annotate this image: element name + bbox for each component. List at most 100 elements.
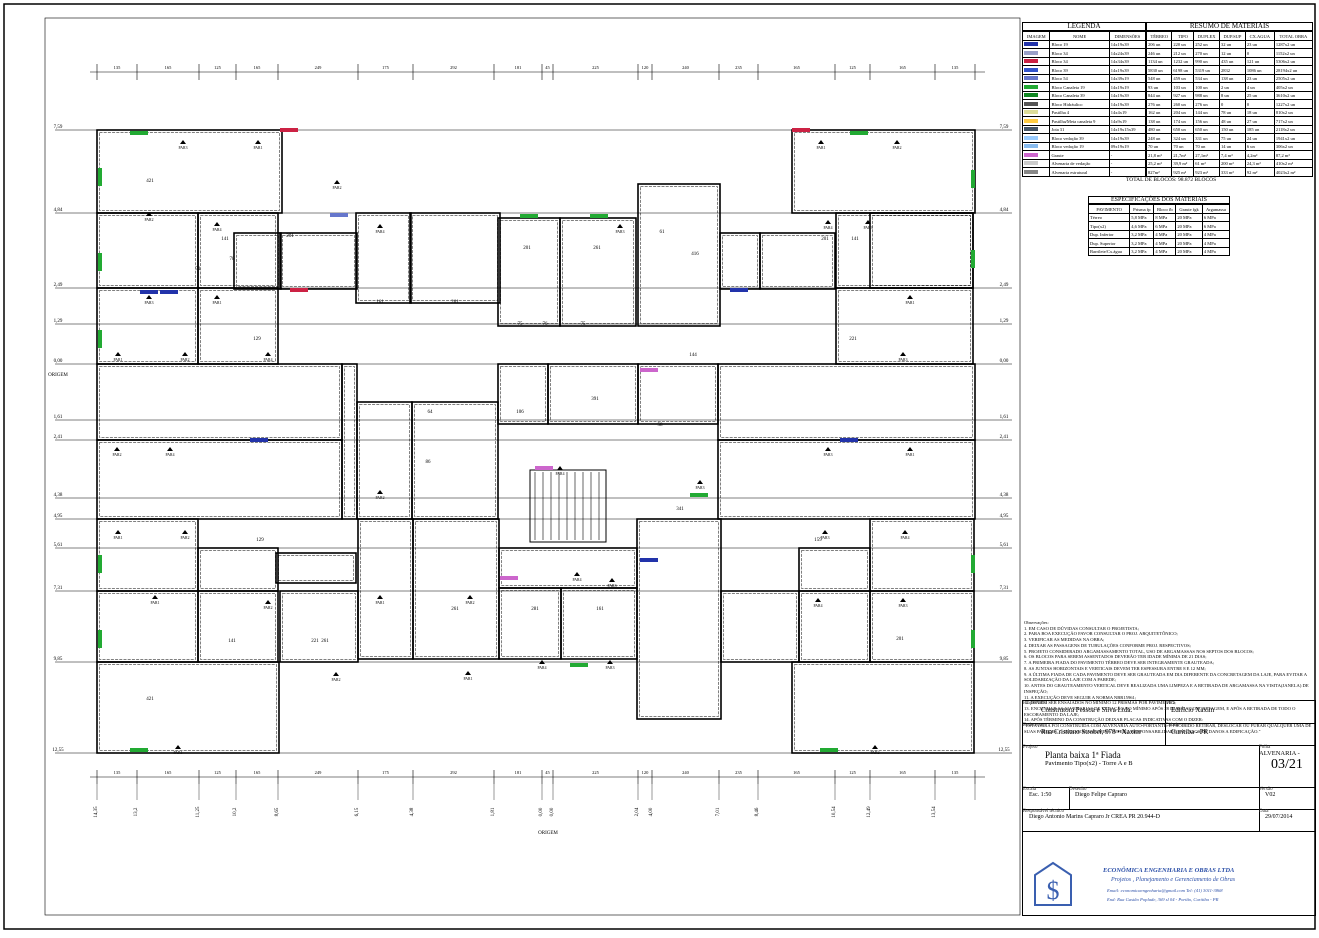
par-marker-icon	[872, 745, 878, 749]
right-level-label: 7,31	[1000, 586, 1009, 591]
block-course	[344, 366, 355, 517]
top-dim-label: 165	[899, 65, 907, 70]
materials-cell: 70 un	[1193, 141, 1220, 152]
materials-header: TIPO	[1171, 31, 1195, 41]
company-email: Email: economicaengenharia@gmail.com Tel…	[1107, 888, 1223, 893]
par-marker-label: PAR3	[821, 536, 830, 540]
room-dimension-label: 261	[593, 246, 601, 251]
company-address: End: Rua Gastão Poplade, 369 sl 04 - Por…	[1107, 897, 1219, 902]
materials-cell: 23 un	[1244, 39, 1275, 50]
project-title: Planta baixa 1ª Fiada	[1045, 750, 1121, 760]
wall-outline	[717, 439, 976, 520]
legend-swatch	[1021, 158, 1051, 169]
wall-outline	[798, 590, 871, 663]
materials-cell: 3610x2 un	[1273, 90, 1314, 101]
swatch-icon	[1024, 110, 1038, 115]
par-marker-icon	[377, 595, 383, 599]
legend-swatch	[1021, 48, 1051, 58]
bottom-dim-label: 125	[849, 770, 857, 775]
note-item: 6. OS BLOCOS PARA SEREM ASSENTADOS DEVER…	[1024, 654, 1207, 660]
par-marker-icon	[175, 745, 181, 749]
materials-cell: 28194x2 un	[1273, 65, 1314, 75]
note-item: 5. PROJETO CONSIDERADO ARGAMASSAMENTO TO…	[1024, 648, 1254, 654]
block-marker	[570, 663, 588, 667]
materials-cell: 75 un	[1218, 133, 1246, 143]
right-level-label: 4,95	[1000, 514, 1009, 519]
par-marker-icon	[182, 530, 188, 534]
room-dimension-label: 129	[253, 337, 261, 342]
top-dim-label: 135	[952, 65, 960, 70]
materials-cell: 2832	[1218, 65, 1246, 75]
wall-outline	[869, 590, 975, 663]
block-course	[801, 550, 868, 589]
swatch-icon	[1024, 59, 1038, 64]
par-marker-label: PAR3	[864, 226, 873, 230]
materials-cell: 185 un	[1244, 124, 1275, 135]
top-dim-label: 181	[515, 65, 522, 70]
bottom-dim-label: 249	[315, 770, 323, 775]
bottom-dim-label: 165	[165, 770, 173, 775]
room-dimension-label: 201	[286, 234, 294, 239]
bottom-dim-label: 240	[682, 770, 690, 775]
wall-outline	[835, 287, 974, 365]
block-marker	[590, 214, 608, 218]
legend-swatch	[1021, 56, 1051, 67]
par-marker-icon	[265, 352, 271, 356]
wall-outline	[636, 518, 722, 720]
par-marker-label: PAR2	[264, 606, 273, 610]
materials-cell: 534 un	[1193, 73, 1220, 84]
materials-cell: 1086 un	[1244, 65, 1275, 75]
bottom-dim-label: 165	[254, 770, 262, 775]
par-marker-icon	[146, 212, 152, 216]
legend-dim: 14x9x19	[1108, 116, 1147, 126]
legend-swatch	[1021, 99, 1051, 109]
wall-outline	[719, 232, 761, 290]
materials-cell: 23 un	[1244, 73, 1275, 84]
par-marker-label: PAR4	[824, 226, 833, 230]
block-course	[550, 366, 636, 422]
par-marker-label: PAR4	[901, 536, 910, 540]
block-course	[99, 521, 196, 589]
legend-header: NOME	[1049, 31, 1110, 41]
legend-dim: 14x19x19	[1108, 82, 1147, 92]
materials-cell: 6198 un	[1171, 65, 1195, 75]
wall-outline	[96, 212, 199, 289]
left-level-label: 9,85	[54, 657, 63, 662]
room-dimension-label: 421	[146, 179, 154, 184]
room-dimension-label: 201	[523, 246, 531, 251]
wall-outline	[233, 232, 282, 290]
materials-cell: 4023x2 m²	[1273, 167, 1314, 177]
materials-cell: 548 un	[1145, 73, 1173, 84]
block-course	[236, 235, 279, 287]
note-item: 4. DEIXAR AS PASSAGENS DE TUBULAÇÕES CON…	[1024, 642, 1191, 648]
legend-name: Bloco vedação 19	[1049, 141, 1110, 152]
wall-outline	[559, 217, 637, 327]
swatch-icon	[1024, 135, 1038, 140]
wall-outline	[412, 518, 500, 660]
legend-swatch	[1021, 39, 1051, 50]
wall-outline	[759, 232, 836, 290]
materials-cell: 410x2 m²	[1273, 158, 1314, 169]
block-course	[794, 664, 972, 751]
specs-cell: 4 MPa	[1153, 246, 1177, 257]
legend-swatch	[1021, 116, 1051, 126]
materials-cell: 92 m²	[1244, 167, 1275, 177]
par-marker-icon	[467, 595, 473, 599]
specs-cell: 4 MPa	[1153, 238, 1177, 248]
room-dimension-label: 75	[581, 322, 587, 327]
bottom-coord-label: 6,15	[355, 807, 360, 816]
materials-cell: 21,8 m³	[1145, 150, 1173, 160]
masonry-walls	[96, 128, 976, 754]
bottom-dim-label: 225	[592, 770, 600, 775]
legend-dim: -	[1108, 158, 1147, 169]
materials-cell: 2118x2 un	[1273, 124, 1314, 135]
wall-outline	[798, 547, 871, 592]
